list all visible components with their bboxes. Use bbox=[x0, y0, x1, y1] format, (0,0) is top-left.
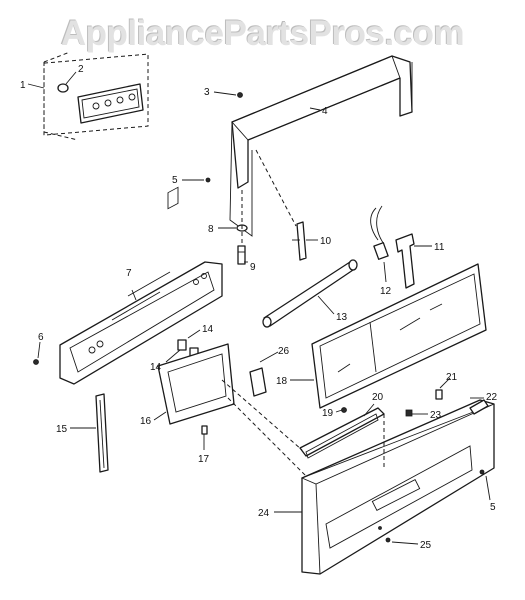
callout-4: 4 bbox=[322, 106, 328, 117]
callout-20: 20 bbox=[372, 392, 384, 403]
part-6-screw bbox=[33, 359, 39, 365]
part-21-screw bbox=[435, 389, 443, 400]
watermark-text: AppliancePartsPros.com bbox=[60, 14, 465, 53]
part-2-knob bbox=[57, 83, 69, 93]
callout-23: 23 bbox=[430, 410, 442, 421]
callout-12: 12 bbox=[380, 286, 392, 297]
callout-14-upper: 14 bbox=[202, 324, 214, 335]
callout-21: 21 bbox=[446, 372, 458, 383]
callout-10: 10 bbox=[320, 236, 332, 247]
callout-5-upper: 5 bbox=[172, 175, 178, 186]
callout-8: 8 bbox=[208, 224, 214, 235]
part-25-screws bbox=[378, 526, 391, 543]
part-14-clip-upper bbox=[177, 339, 187, 351]
callout-26: 26 bbox=[278, 346, 290, 357]
callout-3: 3 bbox=[204, 87, 210, 98]
callout-6: 6 bbox=[38, 332, 44, 343]
part-1-control-plate bbox=[77, 83, 144, 124]
callout-1: 1 bbox=[20, 80, 26, 91]
callout-13: 13 bbox=[336, 312, 348, 323]
callout-2: 2 bbox=[78, 64, 84, 75]
part-4-backguard-upper bbox=[229, 55, 413, 237]
part-7-control-panel bbox=[59, 186, 223, 385]
callout-9: 9 bbox=[250, 262, 256, 273]
callout-25: 25 bbox=[420, 540, 432, 551]
callout-5-lower: 5 bbox=[490, 502, 496, 513]
part-23-nut bbox=[405, 409, 413, 417]
part-5-screw-upper bbox=[205, 177, 211, 183]
callout-24: 24 bbox=[258, 508, 270, 519]
part-5-screw-lower bbox=[479, 469, 485, 475]
callout-17: 17 bbox=[198, 454, 210, 465]
part-15-side-trim bbox=[95, 393, 109, 473]
part-26-lens bbox=[249, 367, 267, 397]
part-1-inset-box bbox=[43, 51, 149, 141]
callout-22: 22 bbox=[486, 392, 498, 403]
part-11-bracket bbox=[395, 233, 415, 289]
callout-7: 7 bbox=[126, 268, 132, 279]
leader-lines bbox=[27, 71, 491, 545]
guide-line-frame-housing-2 bbox=[227, 397, 307, 477]
part-17-screw bbox=[201, 425, 208, 435]
guide-line-bracket bbox=[255, 149, 297, 227]
part-24-control-housing bbox=[300, 399, 495, 575]
part-19-screw bbox=[341, 407, 347, 413]
callout-11: 11 bbox=[434, 242, 445, 253]
part-18-glass-panel bbox=[311, 263, 487, 409]
callout-15: 15 bbox=[56, 424, 68, 435]
part-22-trim-strip bbox=[469, 399, 489, 415]
callout-16: 16 bbox=[140, 416, 152, 427]
callout-19: 19 bbox=[322, 408, 334, 419]
part-10-bracket bbox=[292, 221, 307, 261]
callout-14-lower: 14 bbox=[150, 362, 162, 373]
callout-18: 18 bbox=[276, 376, 288, 387]
part-3-screw bbox=[237, 92, 243, 98]
part-9-bolt bbox=[237, 245, 246, 265]
part-12-lamp-socket bbox=[370, 205, 389, 260]
guide-line-frame-housing bbox=[221, 379, 303, 451]
part-13-fluorescent-tube bbox=[262, 259, 358, 328]
part-16-window-frame bbox=[157, 343, 235, 425]
